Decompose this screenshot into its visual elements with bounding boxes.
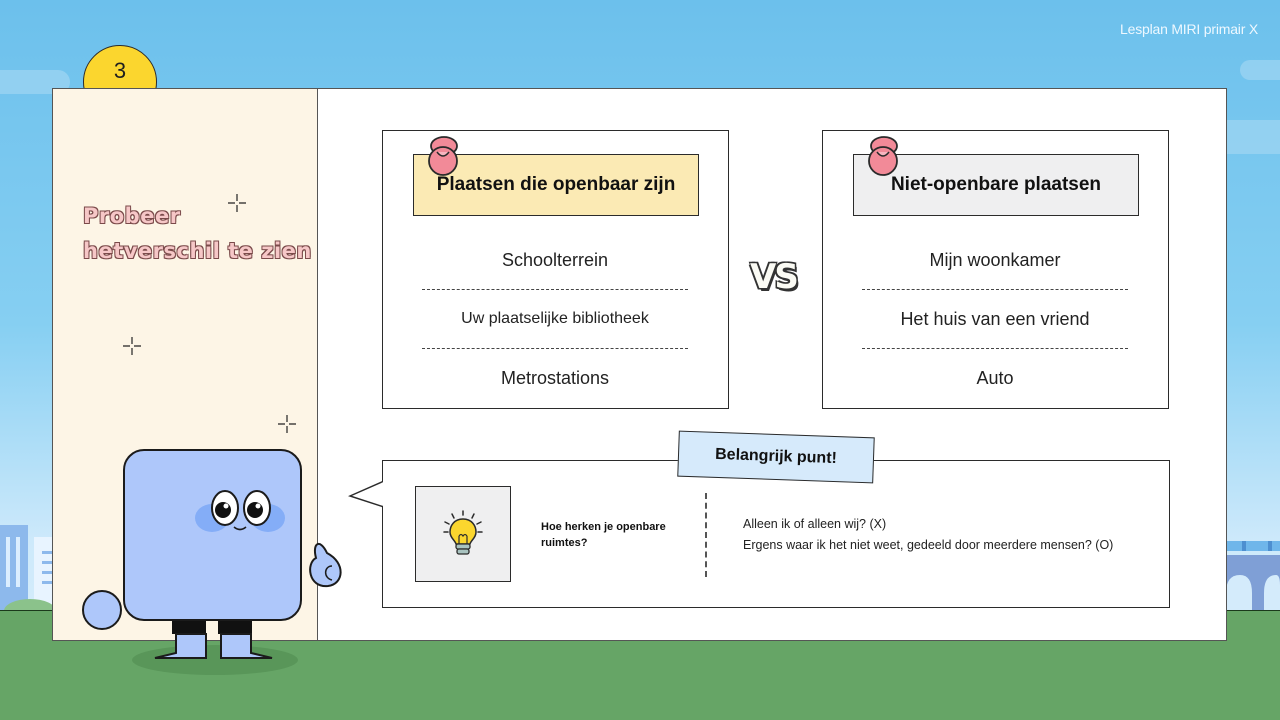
vertical-divider bbox=[705, 493, 707, 577]
private-places-card: Niet-openbare plaatsen Mijn woonkamer He… bbox=[822, 130, 1169, 409]
important-point-card: Hoe herken je openbare ruimtes? Alleen i… bbox=[382, 460, 1170, 608]
title-line-2: hetverschil te zien bbox=[83, 239, 312, 263]
city-buildings-illustration bbox=[0, 525, 60, 611]
divider bbox=[422, 289, 688, 290]
list-item: Schoolterrein bbox=[501, 249, 609, 270]
important-point-tag: Belangrijk punt! bbox=[677, 430, 875, 484]
pushpin-icon bbox=[428, 136, 458, 176]
versus-label: VS bbox=[750, 257, 799, 297]
divider bbox=[862, 348, 1128, 349]
sparkle-icon bbox=[228, 194, 246, 212]
left-panel-title: Probeer hetverschil te zien bbox=[83, 199, 312, 269]
lightbulb-box bbox=[415, 486, 511, 582]
sparkle-icon bbox=[123, 337, 141, 355]
speech-bubble-tail bbox=[348, 479, 388, 515]
bridge-illustration bbox=[1226, 541, 1280, 611]
question-text: Hoe herken je openbare ruimtes? bbox=[541, 521, 666, 549]
sparkle-icon bbox=[278, 415, 296, 433]
lesson-plan-title: Lesplan MIRI primair X bbox=[1120, 21, 1258, 37]
public-places-card: Plaatsen die openbaar zijn Schoolterrein… bbox=[382, 130, 729, 409]
pushpin-icon bbox=[868, 136, 898, 176]
private-places-header: Niet-openbare plaatsen bbox=[853, 154, 1139, 216]
divider bbox=[422, 348, 688, 349]
list-item: Auto bbox=[976, 367, 1014, 388]
list-item: Metrostations bbox=[500, 367, 610, 388]
answer-item: Alleen ik of alleen wij? (X) bbox=[743, 517, 887, 531]
lightbulb-icon bbox=[443, 510, 483, 555]
private-places-list: Mijn woonkamer Het huis van een vriend A… bbox=[860, 231, 1130, 407]
list-item: Het huis van een vriend bbox=[900, 308, 1090, 329]
title-line-1: Probeer bbox=[83, 204, 181, 228]
list-item: Mijn woonkamer bbox=[929, 249, 1061, 270]
public-places-list: Schoolterrein Uw plaatselijke bibliothee… bbox=[420, 231, 690, 407]
private-places-title: Niet-openbare plaatsen bbox=[890, 174, 1102, 195]
cloud bbox=[1240, 60, 1280, 80]
public-places-title: Plaatsen die openbaar zijn bbox=[436, 174, 676, 195]
answers-list: Alleen ik of alleen wij? (X) Ergens waar… bbox=[743, 514, 1113, 556]
answer-item: Ergens waar ik het niet weet, gedeeld do… bbox=[743, 538, 1114, 552]
public-places-header: Plaatsen die openbaar zijn bbox=[413, 154, 699, 216]
list-item: Uw plaatselijke bibliotheek bbox=[461, 310, 649, 327]
mascot-character bbox=[82, 449, 342, 675]
divider bbox=[862, 289, 1128, 290]
slide-panel: Probeer hetverschil te zien Plaatsen die… bbox=[52, 88, 1227, 641]
